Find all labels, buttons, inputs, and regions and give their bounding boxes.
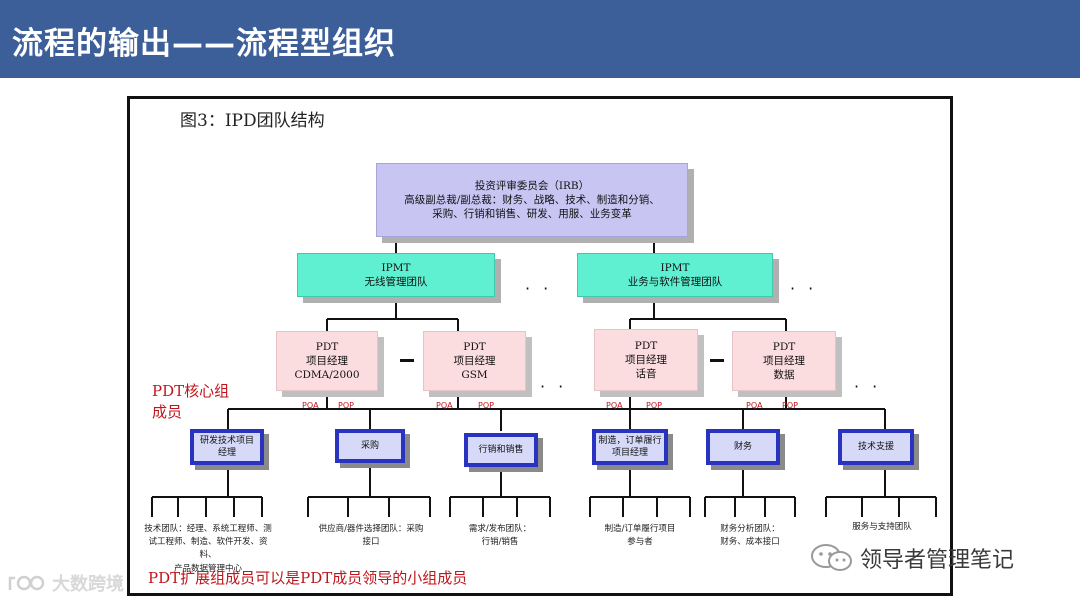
member-text-manufacturing: 制造/订单履行项目 参与者	[586, 523, 694, 549]
team-manufacturing-label: 制造，订单履行项目经理	[598, 435, 662, 458]
bottom-note: PDT扩展组成员可以是PDT成员领导的小组成员	[148, 569, 468, 587]
irb-line2: 高级副总裁/副总裁：财务、战略、技术、制造和分销、	[404, 193, 660, 206]
ellipsis-pdt-2: · ·	[854, 377, 882, 396]
pdt-cdma-line1: PDT	[315, 340, 339, 353]
pdt-box-voice: PDT 项目经理 话音	[594, 329, 698, 391]
team-box-rd: 研发技术项目经理	[190, 429, 264, 465]
pop-label-1: POP	[338, 401, 354, 410]
member-demand-line2: 行销/销售	[481, 537, 519, 548]
pop-label-2: POP	[478, 401, 494, 410]
pqa-label-2: PQA	[436, 401, 453, 410]
pdt-cdma-line3: CDMA/2000	[294, 369, 360, 382]
ellipsis-ipmt-1: · ·	[525, 279, 553, 298]
member-text-demand: 需求/发布团队： 行销/销售	[448, 523, 552, 549]
pdt-cdma-line2: 项目经理	[306, 354, 348, 367]
figure-title: 图3：IPD团队结构	[180, 111, 325, 131]
page-title: 流程的输出——流程型组织	[12, 26, 396, 62]
pdt-box-data: PDT 项目经理 数据	[732, 331, 836, 391]
team-box-marketing: 行销和销售	[464, 433, 538, 467]
corner-watermark: 大数跨境	[6, 570, 124, 596]
team-rd-label: 研发技术项目经理	[199, 435, 254, 458]
member-text-supplier: 供应商/器件选择团队：采购 接口	[306, 523, 436, 549]
team-marketing-label: 行销和销售	[478, 444, 524, 455]
figure-frame: 图3：IPD团队结构	[127, 96, 953, 596]
irb-line3: 采购、行销和销售、研发、用服、业务变革	[432, 208, 632, 221]
member-tech-line2: 试工程师、制造、软件开发、资料、	[148, 537, 268, 561]
team-box-manufacturing: 制造，订单履行项目经理	[592, 429, 668, 465]
pdt-voice-line3: 话音	[635, 368, 657, 381]
irb-box: 投资评审委员会（IRB） 高级副总裁/副总裁：财务、战略、技术、制造和分销、 采…	[376, 163, 688, 237]
connector-lines	[151, 238, 937, 517]
ipmt-box-software: IPMT 业务与软件管理团队	[577, 253, 773, 297]
dash-pdt-1	[400, 359, 414, 362]
pdt-data-line3: 数据	[773, 369, 795, 382]
ipmt-box-wireless: IPMT 无线管理团队	[297, 253, 495, 297]
pdt-box-cdma: PDT 项目经理 CDMA/2000	[276, 331, 378, 391]
wechat-icon	[811, 544, 852, 571]
team-box-procurement: 采购	[335, 429, 405, 463]
pdt-core-label: PDT核心组成员	[152, 382, 230, 421]
wechat-account: 领导者管理笔记	[810, 542, 1014, 574]
ellipsis-pdt-1: · ·	[540, 377, 568, 396]
member-supplier-line1: 供应商/器件选择团队：采购	[318, 524, 424, 534]
ipmt-software-line1: IPMT	[660, 261, 690, 274]
member-manufacturing-line2: 参与者	[627, 537, 653, 548]
pop-label-3: POP	[646, 401, 662, 410]
team-procurement-label: 采购	[360, 440, 379, 451]
irb-line1: 投资评审委员会（IRB）	[474, 179, 590, 192]
watermark-logo-icon	[8, 575, 45, 591]
pdt-gsm-line2: 项目经理	[453, 354, 496, 367]
team-finance-label: 财务	[733, 441, 752, 452]
pdt-box-gsm: PDT 项目经理 GSM	[423, 331, 526, 391]
ipmt-software-line2: 业务与软件管理团队	[627, 276, 723, 288]
pdt-gsm-line1: PDT	[463, 340, 486, 353]
pdt-data-line2: 项目经理	[763, 354, 805, 367]
ipmt-wireless-line2: 无线管理团队	[364, 276, 428, 288]
pdt-voice-line2: 项目经理	[625, 353, 667, 366]
member-supplier-line2: 接口	[362, 537, 380, 548]
header-bar: 流程的输出——流程型组织	[0, 0, 1080, 78]
member-finance-line1: 财务分析团队：	[720, 524, 780, 534]
member-tech-line1: 技术团队：经理、系统工程师、测	[144, 524, 272, 534]
pdt-voice-line1: PDT	[634, 339, 658, 352]
ellipsis-ipmt-2: · ·	[790, 279, 818, 298]
member-tech-line3: 产品数据管理中心	[173, 563, 242, 574]
wechat-account-name: 领导者管理笔记	[860, 548, 1015, 573]
pqa-label-4: PQA	[746, 401, 763, 410]
team-box-support: 技术支援	[838, 429, 914, 465]
watermark-text: 大数跨境	[52, 574, 124, 595]
dash-pdt-2	[710, 359, 724, 362]
member-service-line1: 服务与支持团队	[852, 522, 912, 532]
ipmt-wireless-line1: IPMT	[381, 261, 411, 274]
pqa-label-1: PQA	[302, 401, 319, 410]
member-manufacturing-line1: 制造/订单履行项目	[604, 524, 676, 534]
member-demand-line1: 需求/发布团队：	[468, 524, 532, 534]
team-box-finance: 财务	[706, 429, 780, 465]
member-finance-line2: 财务、成本接口	[720, 537, 780, 548]
team-support-label: 技术支援	[857, 441, 894, 452]
member-text-service: 服务与支持团队	[826, 521, 938, 534]
pdt-gsm-line3: GSM	[461, 369, 488, 382]
pop-label-4: POP	[782, 401, 798, 410]
member-text-finance: 财务分析团队： 财务、成本接口	[700, 523, 800, 549]
member-text-tech: 技术团队：经理、系统工程师、测 试工程师、制造、软件开发、资料、 产品数据管理中…	[142, 523, 274, 576]
pdt-data-line1: PDT	[772, 340, 796, 353]
pqa-label-3: PQA	[606, 401, 623, 410]
